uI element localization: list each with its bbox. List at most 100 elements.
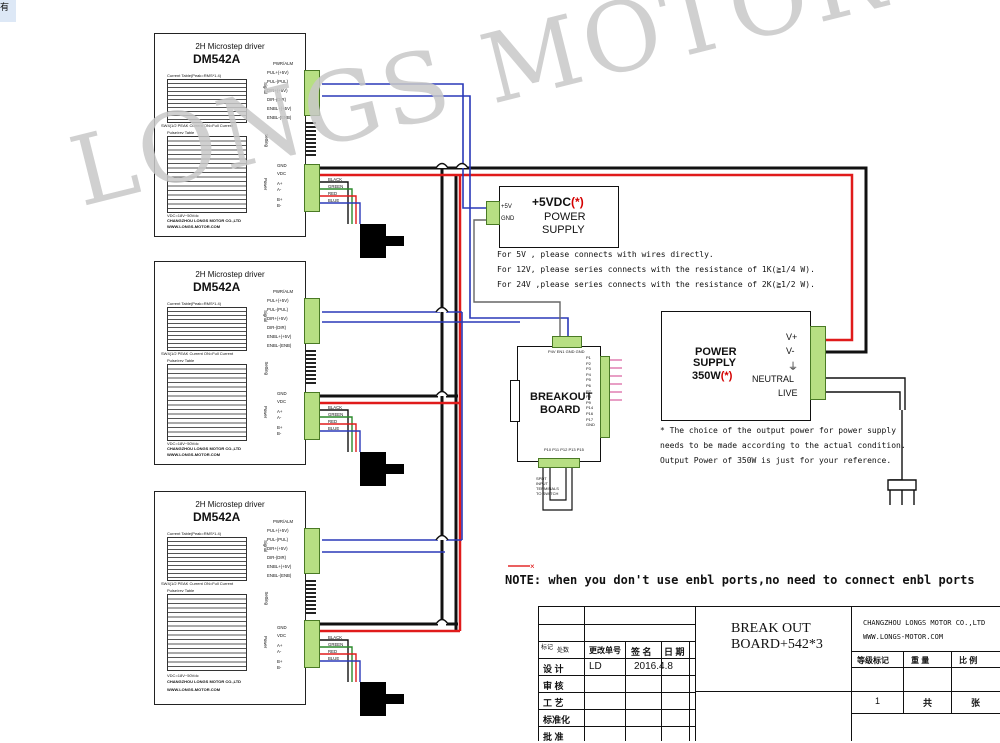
power-label: A+ (277, 181, 283, 186)
pin-label: GND (565, 349, 575, 354)
side-label-power: Power (263, 636, 269, 649)
signal-label: PUL-(PUL) (267, 537, 289, 542)
pin-label: P17 (586, 416, 594, 422)
breakout-bottom-cable (542, 458, 573, 511)
pin-label: P15 (576, 447, 584, 452)
driver-2: 2H Microstep driver DM542A Current Table… (154, 261, 306, 465)
five-volt-note-1: For 5V , please connects with wires dire… (497, 250, 714, 259)
pin-label: P1 (586, 355, 591, 360)
company-name: CHANGZHOU LONGS MOTOR CO.,LTD (863, 619, 986, 627)
driver-3-dip-switch (306, 580, 316, 616)
power-label: VDC (277, 633, 287, 638)
pulse-table-title: Pulse/rev Table (167, 130, 195, 135)
power-label: B- (277, 665, 282, 670)
main-supply-note-1: * The choice of the output power for pow… (660, 426, 897, 435)
sheet-number: 1 (875, 696, 881, 706)
weight-label: 重 量 (911, 656, 930, 665)
sw4-note: SW4(1/2 PEAK Current ON=Full Current (161, 351, 234, 356)
driver-2-signal-terminal (304, 298, 320, 344)
breakout-bottom-text: SPDT INPUT TERMINALS TO SWITCH (536, 476, 559, 496)
scale-label: 比 例 (959, 656, 978, 665)
stepper-motor-1-shaft (386, 236, 404, 246)
signal-label: ENBL-(ENB) (267, 343, 292, 348)
wire-crossings (435, 162, 469, 625)
pulse-table (167, 594, 247, 671)
power-label: B+ (277, 197, 283, 202)
main-supply-line3: 350W(*) (692, 370, 732, 382)
pin-label: P14 (586, 405, 594, 411)
main-supply-line2: SUPPLY (693, 357, 737, 369)
driver-company: CHANGZHOU LONGS MOTOR CO.,LTD (167, 446, 242, 451)
power-label: A+ (277, 643, 283, 648)
grade-label: 等级标记 (857, 656, 889, 665)
stepper-motor-1 (360, 224, 386, 258)
pin-label: P12 (560, 447, 568, 452)
wire-label: BLACK (328, 635, 343, 640)
wire-label: RED (328, 419, 338, 424)
side-label-setting: Setting (263, 361, 269, 375)
power-label: B- (277, 203, 282, 208)
mains-cable (826, 377, 917, 505)
signal-label: PUL-(PUL) (267, 307, 289, 312)
company-website: WWW.LONGS-MOTOR.COM (863, 633, 944, 641)
wire-label: GREEN (328, 642, 344, 647)
breakout-bottom-terminal (538, 458, 580, 468)
five-volt-terminal (486, 201, 500, 225)
main-supply-term-vminus: V- (786, 346, 795, 356)
main-supply-term-neutral: NEUTRAL (752, 374, 795, 384)
pin-label: P11 (552, 447, 560, 452)
row-approve-label: 批 准 (543, 732, 564, 742)
pin-label: P6 (586, 382, 591, 388)
main-supply-mark: (*) (720, 370, 733, 382)
breakout-right-terminal (600, 356, 610, 438)
pin-label: GND (575, 349, 585, 354)
wire-label: BLUE (328, 198, 340, 203)
pulse-table (167, 136, 247, 213)
power-label: GND (277, 391, 287, 396)
signal-label: ENBL+(+5V) (267, 106, 292, 111)
wire-label: BLUE (328, 656, 340, 661)
main-power-supply: POWER SUPPLY 350W(*) V+ V- ⏚ NEUTRAL LIV… (661, 311, 811, 421)
driver-3: 2H Microstep driver DM542A Current Table… (154, 491, 306, 705)
signal-label: DIR+(+5V) (267, 88, 288, 93)
signal-label: PWR/ALM (273, 519, 294, 524)
five-volt-terminal-gnd: GND (501, 216, 515, 222)
power-label: VDC (277, 399, 287, 404)
title-block: 标记 处数 更改单号 签 名 日 期 设 计 LD 2016.4.8 审 核 工… (538, 606, 1000, 742)
pulse-table (167, 364, 247, 441)
current-table (167, 537, 247, 581)
signal-label: ENBL-(ENB) (267, 115, 292, 120)
main-supply-term-live: LIVE (778, 388, 798, 398)
sw4-note: SW4(1/2 PEAK Current ON=Full Current (161, 123, 234, 128)
driver-3-signal-terminal (304, 528, 320, 574)
signal-label: DIR+(+5V) (267, 546, 288, 551)
current-table (167, 307, 247, 351)
window-tab-label: 有 (0, 2, 10, 12)
breakout-top-terminal (552, 336, 582, 348)
sw4-note: SW4(1/2 PEAK Current ON=Full Current (161, 581, 234, 586)
driver-2-dip-switch (306, 350, 316, 386)
power-label: A+ (277, 409, 283, 414)
driver-voltage: VDC=18V~50Vdc (167, 213, 199, 218)
power-label: B+ (277, 425, 283, 430)
pin-label: P10 (544, 447, 552, 452)
breakout-bottom-pins: P10 P11 P12 P13 P15 (544, 447, 584, 452)
breakout-right-pins: P1 P2 P3 P4 P5 P6 P7 P8 P9 P14 P16 P17 G… (586, 355, 595, 428)
breakout-line1: BREAKOUT (530, 391, 593, 403)
driver-1-dip-switch (306, 122, 316, 158)
col-mark: 标记 (541, 645, 553, 651)
five-volt-supply: +5VDC(*) POWER SUPPLY (499, 186, 619, 248)
main-supply-line1: POWER (695, 346, 737, 358)
five-volt-terminal-plus: +5V (501, 204, 512, 210)
main-supply-watt: 350W (692, 370, 721, 382)
stepper-motor-2-shaft (386, 464, 404, 474)
power-label: B+ (277, 659, 283, 664)
main-supply-note-3: Output Power of 350W is just for your re… (660, 456, 892, 465)
side-label-signal: Signal (263, 310, 269, 323)
wire-label: RED (328, 191, 338, 196)
drawing-title-2: BOARD+542*3 (731, 637, 823, 652)
current-table-title: Current Table(Peak=RMS*1.4) (167, 531, 222, 536)
signal-label: PUL+(+5V) (267, 70, 289, 75)
window-tab[interactable]: 有 (0, 0, 16, 22)
